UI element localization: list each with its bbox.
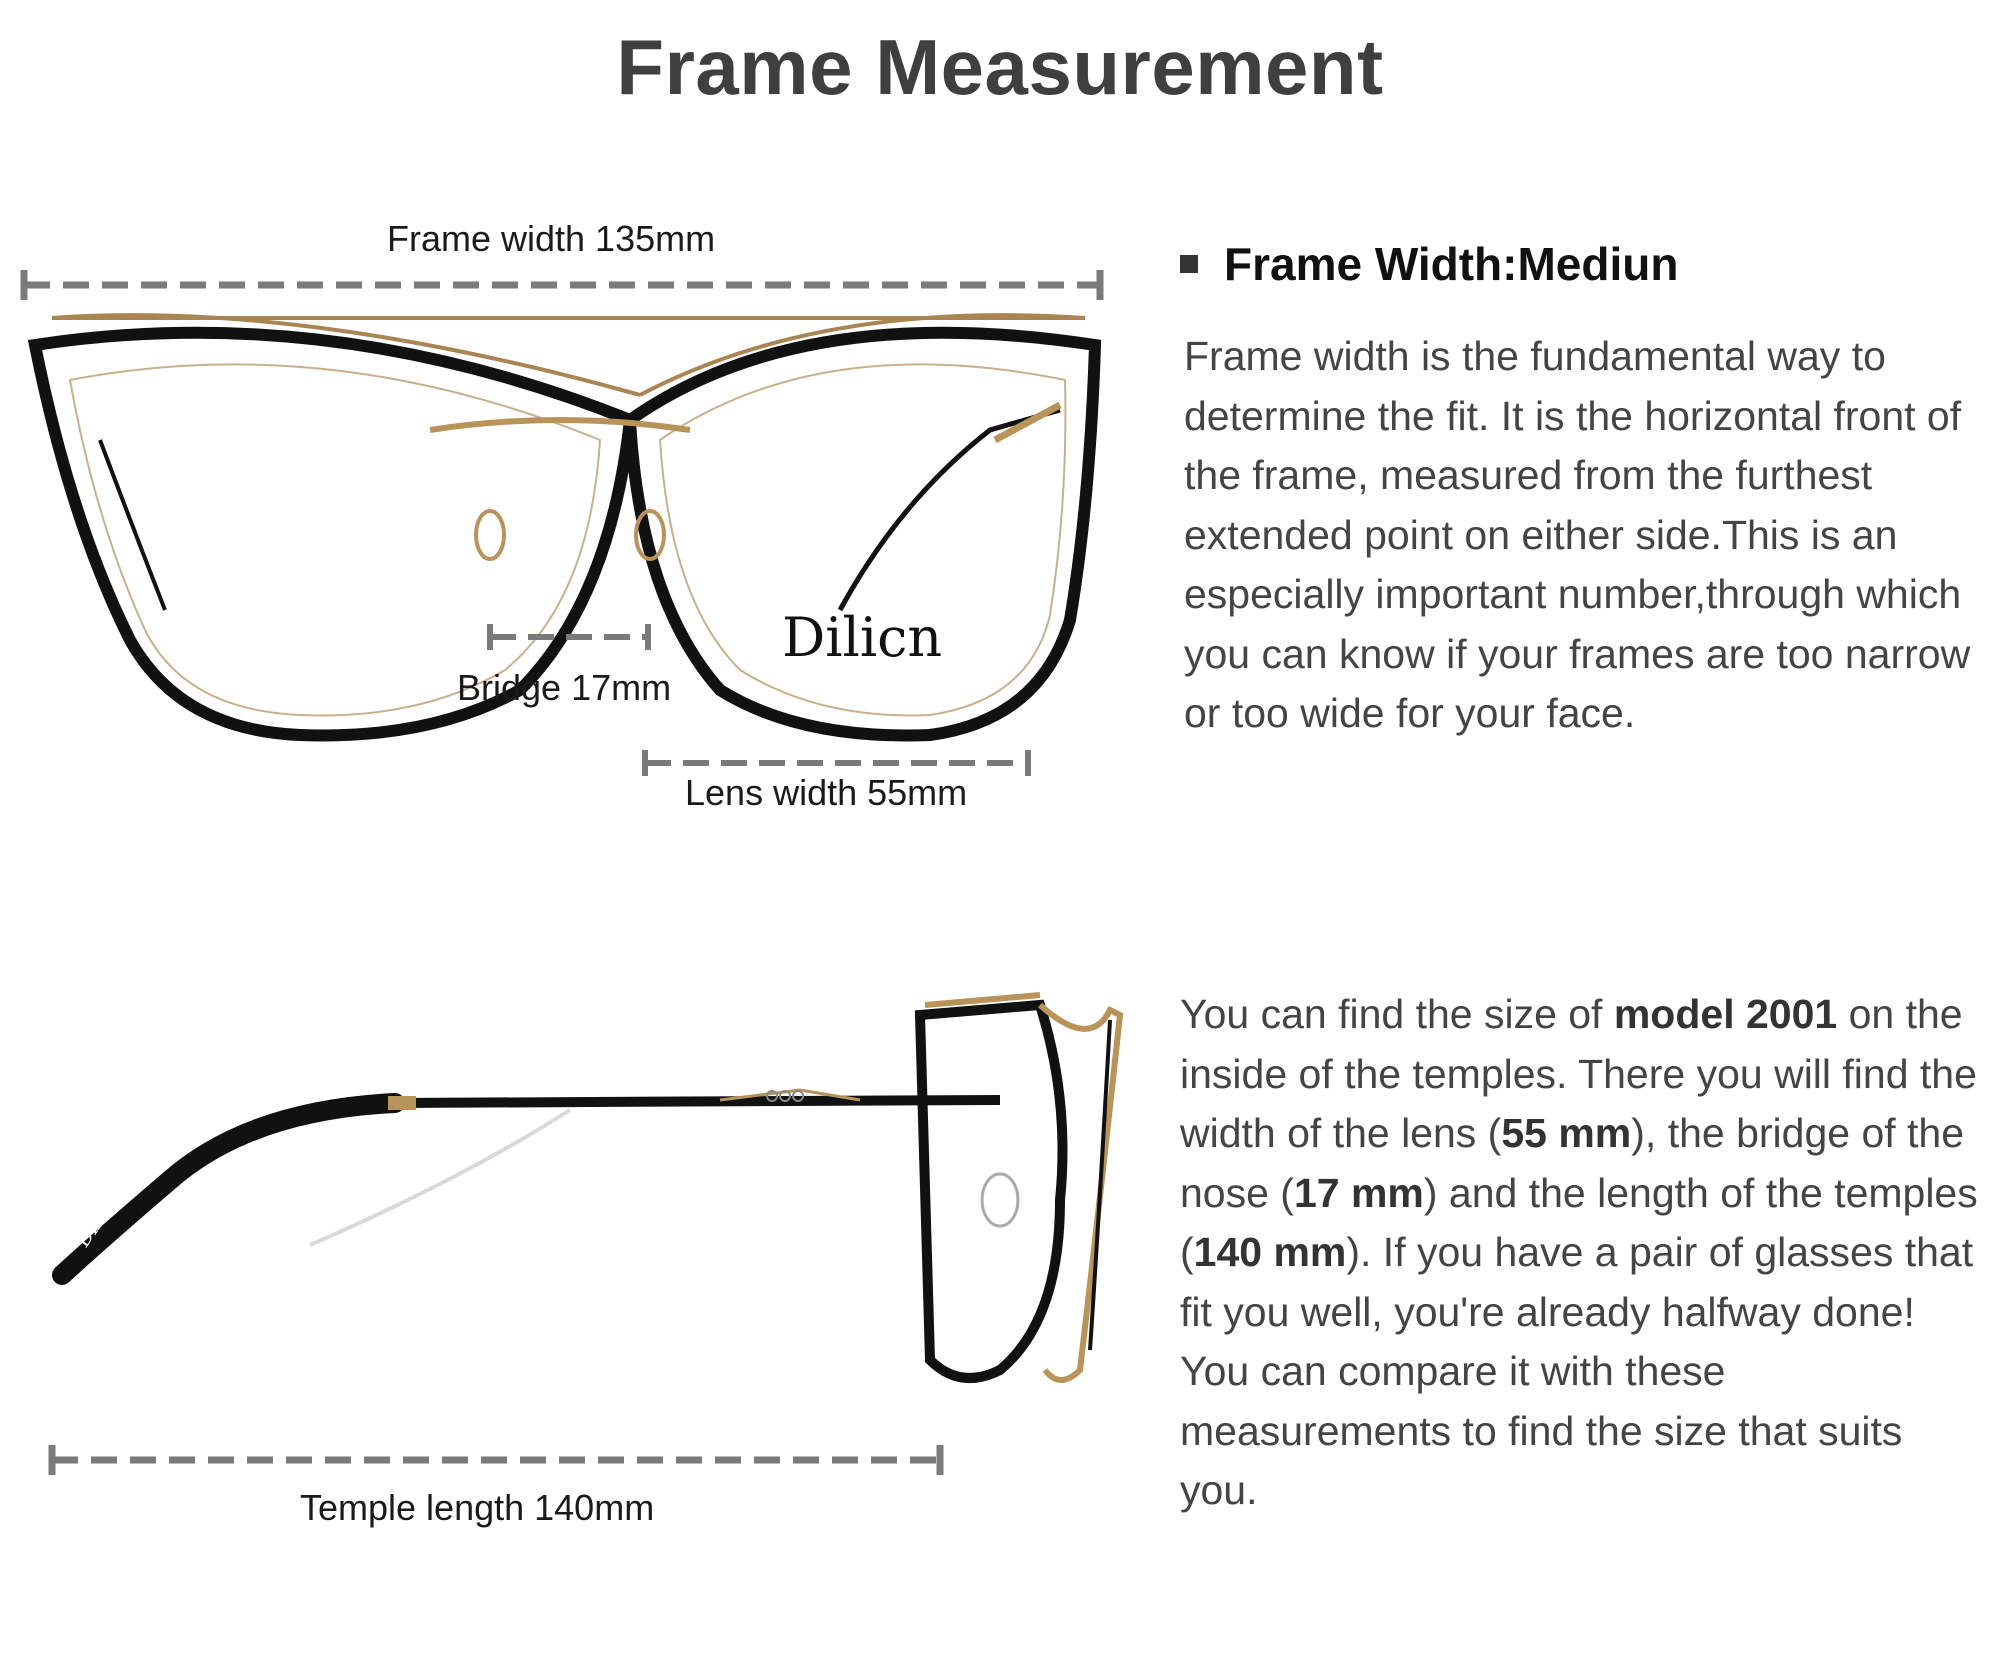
right-lens-rim <box>623 326 1102 742</box>
model-info-text-5: ). If you have a pair of glasses that fi… <box>1180 1229 1974 1513</box>
lens-width-dimension <box>642 750 1031 776</box>
bridge-label: Bridge 17mm <box>457 667 672 708</box>
temple-length-label: Temple length 140mm <box>300 1487 655 1528</box>
bridge-size: 17 mm <box>1293 1169 1424 1216</box>
frame-width-heading: Frame Width:Mediun <box>1180 237 1678 291</box>
model-info-text-3: ), the bridge of the nose ( <box>1180 1110 1965 1216</box>
lens-width-label: Lens width 55mm <box>685 772 968 813</box>
temple-length-dimension <box>48 1445 944 1475</box>
left-lens-rim <box>27 326 637 742</box>
model-info-paragraph: You can find the size of model 2001 on t… <box>1180 985 1985 1521</box>
frame-width-label: Frame width 135mm <box>387 218 716 259</box>
bullet-square-icon <box>1180 254 1198 273</box>
temple-size: 140 mm <box>1193 1229 1347 1275</box>
model-info-text-1: You can find the size of <box>1180 991 1614 1037</box>
page-title: Frame Measurement <box>616 23 1384 111</box>
side-frame <box>914 999 1068 1383</box>
model-number: model 2001 <box>1613 991 1838 1037</box>
lens-size: 55 mm <box>1501 1110 1632 1156</box>
brand-logo: Dilicn <box>782 606 943 669</box>
frame-width-heading-text: Frame Width:Mediun <box>1224 238 1679 290</box>
model-info-text-4: ) and the length of the temples ( <box>1180 1169 1978 1276</box>
frame-width-description: Frame width is the fundamental way to de… <box>1184 333 1971 736</box>
temple-arm <box>394 1095 1001 1108</box>
model-info-text-2: on the inside of the temples. There you … <box>1180 991 1977 1156</box>
frame-width-dimension <box>20 270 1104 300</box>
bridge-dimension <box>487 624 651 650</box>
